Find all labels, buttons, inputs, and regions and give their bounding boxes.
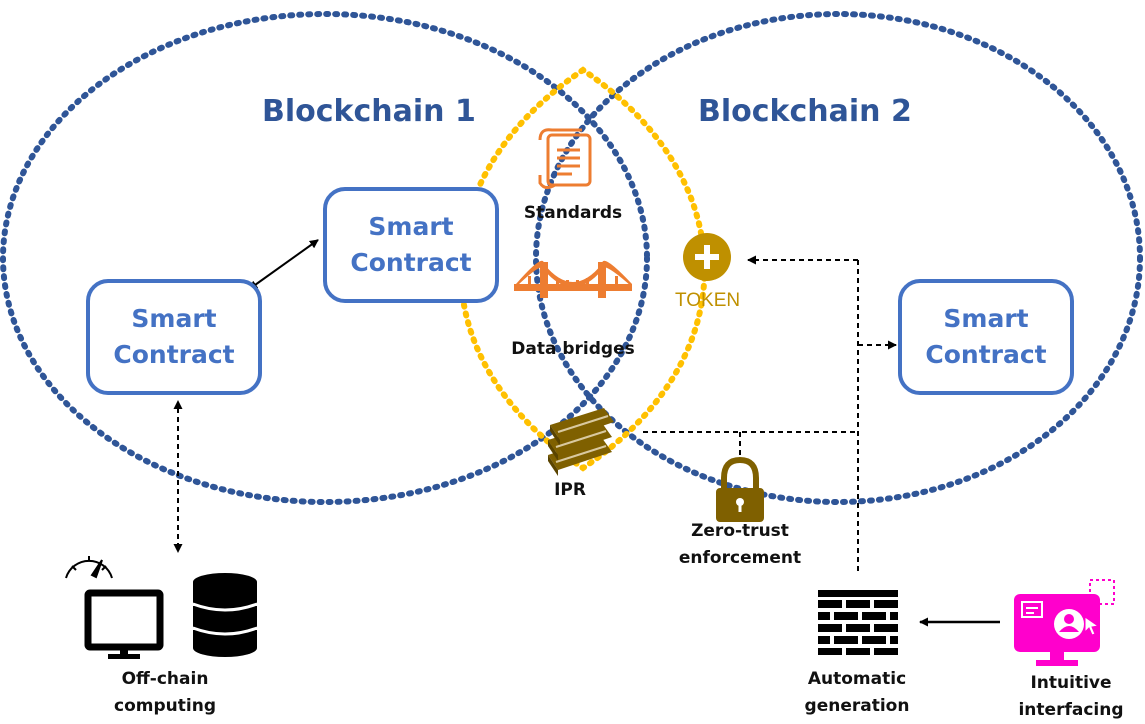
smart-contract-label: Smart Contract — [113, 304, 235, 369]
data-bridges-label: Data bridges — [511, 339, 635, 359]
standards-label: Standards — [523, 203, 623, 223]
smart-contract-label: Smart Contract — [350, 212, 472, 277]
blockchain-2-title: Blockchain 2 — [698, 94, 912, 129]
blockchain-2-boundary — [533, 11, 1143, 505]
smart-contract-box-left: Smart Contract — [86, 279, 262, 395]
sc-link-arrow — [248, 239, 319, 290]
intuitive-interfacing-label: Intuitive interfacing — [1018, 673, 1124, 720]
monitor-icon — [84, 589, 164, 659]
blockchain-1-title: Blockchain 1 — [262, 94, 476, 129]
smart-contract-box-right: Smart Contract — [898, 279, 1074, 395]
speedometer-icon — [65, 556, 113, 579]
bridge-icon — [514, 260, 632, 298]
zero-trust-label: Zero-trust enforcement — [678, 521, 802, 568]
smart-contract-label: Smart Contract — [925, 304, 1047, 369]
token-label: TOKEN — [675, 290, 741, 311]
offchain-label: Off-chain computing — [114, 669, 216, 716]
plus-coin-icon — [683, 233, 731, 281]
books-icon — [548, 408, 614, 476]
firewall-icon — [818, 590, 898, 655]
padlock-icon — [716, 456, 764, 522]
ipr-label: IPR — [554, 480, 586, 500]
blockchain-1-boundary — [0, 11, 650, 505]
scroll-icon — [538, 128, 592, 190]
smart-contract-box-center: Smart Contract — [323, 187, 499, 303]
user-interface-icon — [1014, 579, 1115, 666]
automatic-generation-label: Automatic generation — [804, 669, 910, 716]
database-icon — [192, 573, 258, 657]
